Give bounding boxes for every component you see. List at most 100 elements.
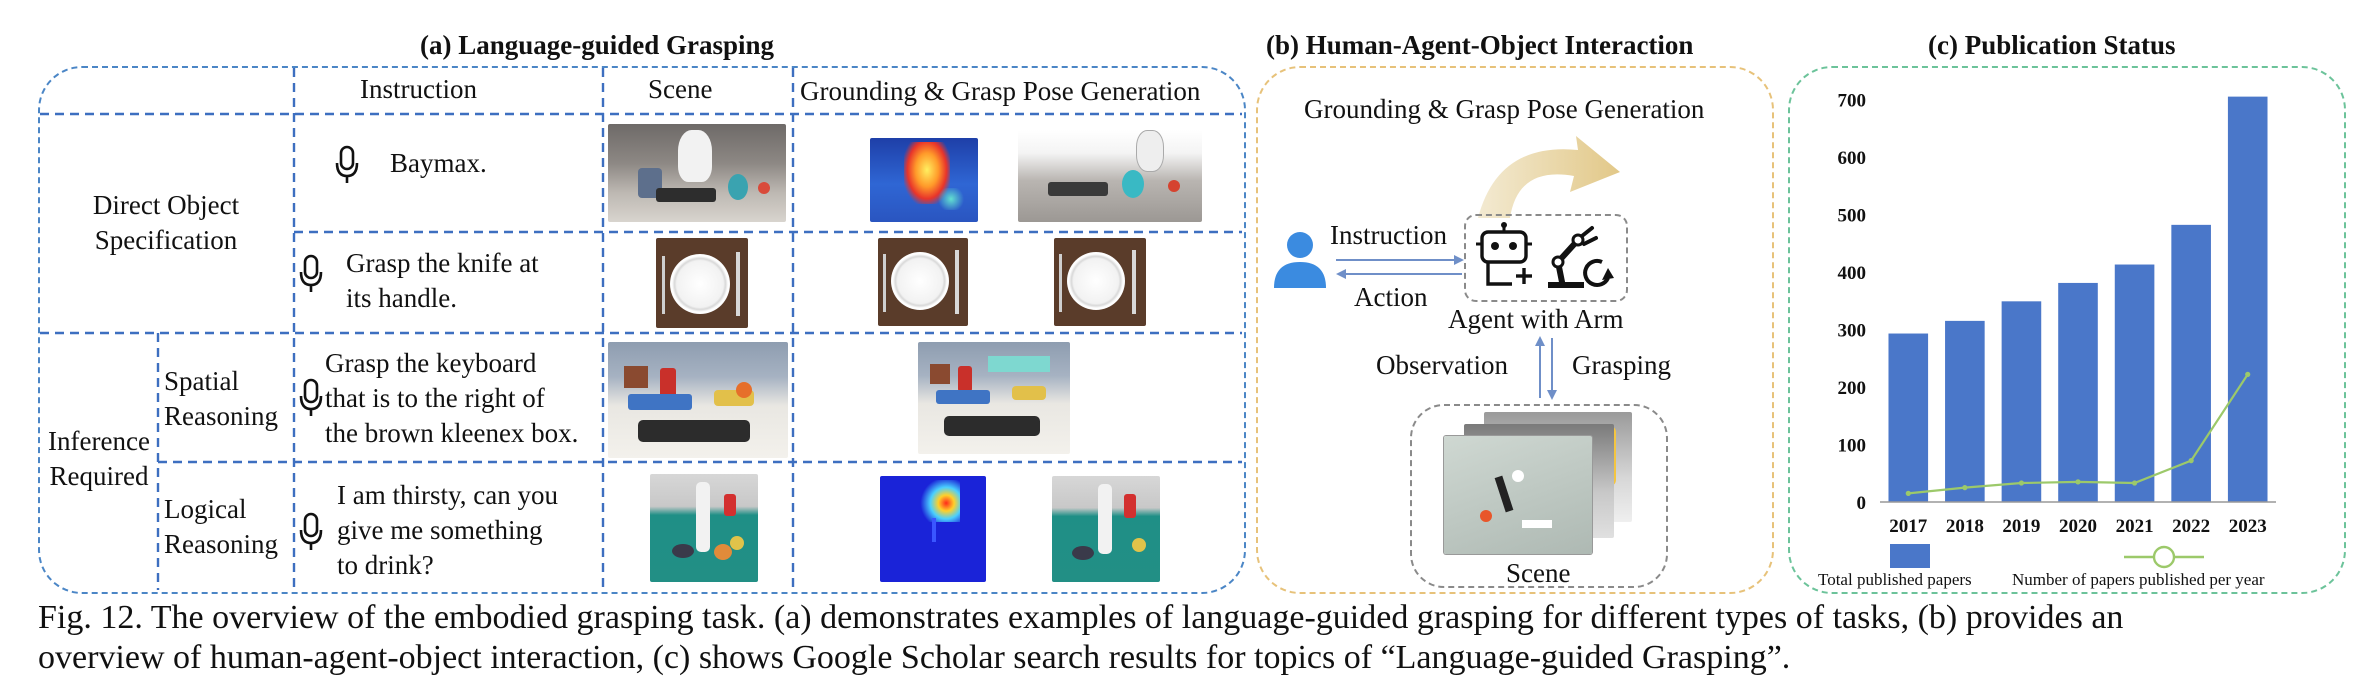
scene-image-keyboard [608, 342, 788, 458]
bar [2114, 264, 2155, 502]
grounding-image-knife [878, 238, 968, 326]
header-instruction: Instruction [360, 74, 477, 104]
curved-arrow-icon [1478, 136, 1620, 218]
microphone-icon [299, 378, 323, 416]
x-tick-label: 2017 [1889, 516, 1928, 537]
bar [1888, 333, 1929, 502]
instruction-row3: Grasp the keyboard that is to the right … [325, 346, 578, 451]
y-tick-label: 400 [1838, 263, 1867, 284]
line-point [2131, 480, 2138, 486]
panel-c-title: (c) Publication Status [1928, 30, 2176, 60]
x-tick-label: 2022 [2172, 516, 2210, 537]
group-inference: Inference Required [40, 424, 158, 494]
sub-spatial-line1: Spatial [164, 366, 239, 396]
instruction-row3-line1: Grasp the keyboard [325, 348, 537, 378]
panel-a-title: (a) Language-guided Grasping [420, 30, 775, 60]
scene-stack-front [1444, 436, 1592, 554]
panel-b-frame [1256, 66, 1774, 594]
scene-image-knife [656, 238, 748, 328]
bar [2058, 282, 2098, 502]
sub-logical-line2: Reasoning [164, 529, 278, 559]
instruction-row1: Baymax. [390, 146, 487, 181]
label-instruction: Instruction [1330, 220, 1447, 250]
line-point [1962, 485, 1968, 491]
y-tick-label: 200 [1838, 378, 1867, 399]
label-scene: Scene [1506, 558, 1571, 588]
x-tick-label: 2019 [2002, 516, 2040, 537]
grasp-pose-image-knife [1054, 238, 1146, 326]
y-tick-label: 100 [1838, 436, 1867, 457]
instruction-arrows [1336, 255, 1464, 279]
y-tick-label: 600 [1838, 148, 1867, 169]
grasp-pose-image-baymax [1018, 130, 1202, 222]
instruction-row2: Grasp the knife at its handle. [346, 246, 539, 316]
grasp-pose-image-drink [1052, 476, 1160, 582]
microphone-icon [299, 512, 323, 550]
scene-image-baymax [608, 124, 786, 222]
instruction-row2-line2: its handle. [346, 283, 457, 313]
instruction-row3-line2: that is to the right of [325, 383, 545, 413]
instruction-row4-line1: I am thirsty, can you [337, 480, 558, 510]
label-grasping: Grasping [1572, 350, 1671, 380]
scene-image-drink [650, 474, 758, 582]
line-point [2188, 458, 2194, 464]
group-direct-line1: Direct Object [92, 190, 240, 220]
instruction-row3-line3: the brown kleenex box. [325, 418, 579, 448]
group-inference-line2: Required [49, 461, 149, 491]
label-observation: Observation [1376, 350, 1508, 380]
caption-line1: Fig. 12. The overview of the embodied gr… [38, 599, 2124, 636]
x-tick-label: 2023 [2229, 516, 2267, 537]
legend-line-label: Number of papers published per year [2012, 570, 2265, 589]
header-grounding: Grounding & Grasp Pose Generation [800, 76, 1201, 106]
y-tick-label: 0 [1857, 493, 1867, 514]
x-tick-label: 2018 [1946, 516, 1984, 537]
figure-caption: Fig. 12. The overview of the embodied gr… [38, 598, 2123, 678]
header-scene: Scene [648, 74, 713, 104]
instruction-row4: I am thirsty, can you give me something … [337, 478, 558, 583]
microphone-icon [335, 145, 359, 183]
bar [2001, 301, 2042, 502]
bar [2171, 224, 2211, 502]
agent-box [1464, 214, 1628, 302]
sub-logical: Logical Reasoning [164, 492, 278, 562]
instruction-row2-line1: Grasp the knife at [346, 248, 539, 278]
legend-bar-swatch [1890, 544, 1930, 568]
legend-bar-label: Total published papers [1818, 570, 1972, 589]
y-tick-label: 500 [1838, 206, 1867, 227]
legend-line-swatch [2124, 545, 2204, 569]
heatmap-image-drink [880, 476, 986, 582]
sub-logical-line1: Logical [164, 494, 247, 524]
panel-c-frame [1788, 66, 2346, 594]
instruction-row4-line3: to drink? [337, 550, 434, 580]
caption-line2: overview of human-agent-object interacti… [38, 639, 1791, 676]
label-action: Action [1354, 282, 1428, 312]
observation-arrows [1535, 336, 1557, 400]
sub-spatial-line2: Reasoning [164, 401, 278, 431]
label-agent: Agent with Arm [1448, 304, 1624, 334]
line-point [1905, 490, 1911, 496]
microphone-icon [299, 254, 323, 292]
robot-arm-icon [1548, 226, 1614, 288]
line-point [2245, 371, 2251, 377]
group-inference-line1: Inference [48, 426, 150, 456]
x-tick-label: 2020 [2059, 516, 2097, 537]
panel-b-title: (b) Human-Agent-Object Interaction [1266, 30, 1694, 60]
panel-b-subtitle: Grounding & Grasp Pose Generation [1304, 94, 1705, 124]
x-tick-label: 2021 [2116, 516, 2154, 537]
bar [1945, 320, 1985, 502]
y-tick-label: 300 [1838, 321, 1867, 342]
scene-box [1410, 404, 1668, 588]
instruction-row4-line2: give me something [337, 515, 543, 545]
person-icon [1274, 232, 1326, 288]
robot-icon [1476, 222, 1532, 286]
panel-a-frame [38, 66, 1246, 594]
sub-spatial: Spatial Reasoning [164, 364, 278, 434]
group-direct-line2: Specification [94, 225, 238, 255]
bar [2227, 96, 2268, 502]
line-point [2075, 479, 2081, 485]
y-tick-label: 700 [1838, 91, 1867, 112]
instruction-row1-line1: Baymax. [390, 148, 487, 178]
group-direct-object: Direct Object Specification [40, 188, 292, 258]
line-point [2018, 480, 2025, 486]
